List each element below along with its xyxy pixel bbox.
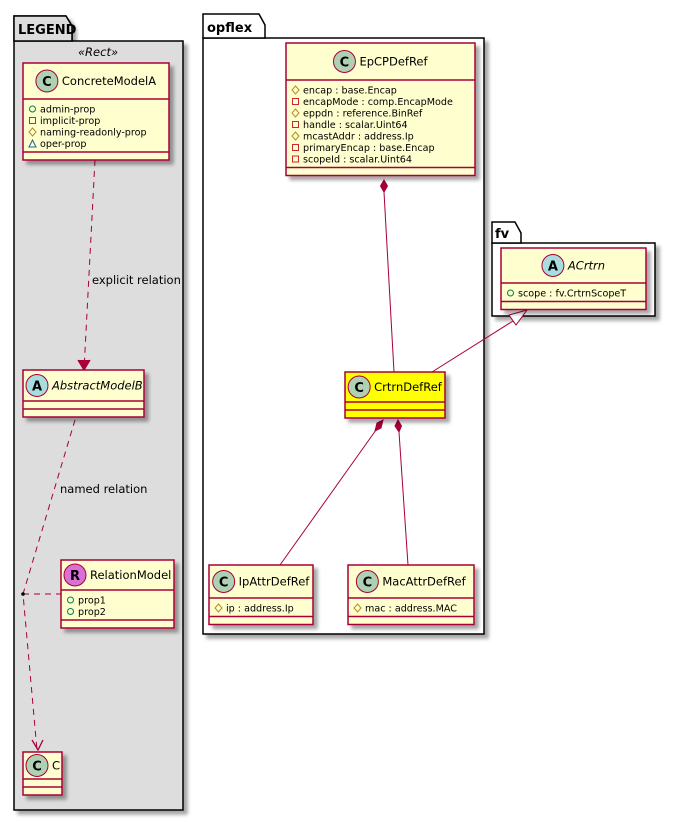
admin-visibility-icon <box>29 105 36 113</box>
explicit-relation-label: explicit relation <box>92 273 181 287</box>
class-badge-c-icon <box>35 69 59 93</box>
admin-visibility-icon <box>507 289 514 297</box>
class-badge-a-icon <box>25 374 49 397</box>
class-badge-letter: C <box>32 760 42 775</box>
class-badge-r-icon <box>63 563 87 587</box>
implicit-visibility-icon <box>292 155 299 163</box>
class-attribute: naming-readonly-prop <box>40 128 147 139</box>
named-relation-label: named relation <box>60 482 147 496</box>
oper-visibility-icon <box>28 138 37 148</box>
class-crtrn-def-ref[interactable]: CrtrnDefRef C <box>344 371 446 419</box>
implicit-visibility-icon <box>29 117 36 124</box>
class-attribute: oper-prop <box>40 139 86 150</box>
class-c[interactable]: CC <box>22 751 63 796</box>
class-attribute: mac : address.MAC <box>365 604 457 615</box>
class-name: MacAttrDefRef <box>382 575 466 589</box>
explicit-relation-line <box>83 159 96 371</box>
admin-visibility-icon <box>67 596 74 604</box>
class-name: IpAttrDefRef <box>239 575 311 589</box>
naming-visibility-icon <box>214 603 223 613</box>
relation-join-point <box>21 592 25 596</box>
class-badge-c-icon <box>355 570 379 593</box>
composition-crtrn-ip <box>279 429 377 566</box>
class-attribute: primaryEncap : base.Encap <box>303 143 435 154</box>
class-attribute: prop2 <box>78 607 106 618</box>
class-attribute: encap : base.Encap <box>303 86 397 97</box>
class-badge-letter: R <box>70 569 80 584</box>
implicit-visibility-icon <box>292 144 299 151</box>
class-badge-c-icon <box>25 754 49 777</box>
class-attribute: handle : scalar.Uint64 <box>303 120 408 131</box>
class-badge-letter: C <box>340 56 350 71</box>
class-badge-letter: A <box>32 380 42 395</box>
implicit-visibility-icon <box>292 98 299 105</box>
class-badge-letter: C <box>219 576 229 591</box>
class-name: C <box>52 759 60 773</box>
class-name: ACrtrn <box>567 259 605 273</box>
class-badge-c-icon <box>212 570 236 593</box>
class-attribute: scopeId : scalar.Uint64 <box>303 155 412 166</box>
class-attribute: implicit-prop <box>40 116 100 127</box>
package-legend-label: LEGEND <box>18 23 77 38</box>
class-name: RelationModel <box>90 568 171 582</box>
named-relation-arrow <box>31 739 44 752</box>
package-fv-label: fv <box>495 227 510 242</box>
package-legend: LEGEND «Rect» <box>13 15 184 811</box>
naming-visibility-icon <box>291 108 300 118</box>
class-badge-c-icon <box>332 50 356 73</box>
class-name: ConcreteModelA <box>62 74 156 88</box>
class-attribute: mcastAddr : address.Ip <box>303 132 414 143</box>
class-badge-letter: C <box>363 576 373 591</box>
relations <box>21 159 529 752</box>
package-opflex-label: opflex <box>207 21 253 36</box>
composition-diamond-ep <box>379 179 389 193</box>
class-badge-letter: C <box>42 75 52 90</box>
class-attribute: encapMode : comp.EncapMode <box>303 97 453 108</box>
composition-diamond-ip <box>374 419 384 432</box>
naming-visibility-icon <box>291 85 300 95</box>
inheritance-triangle <box>508 309 529 326</box>
class-attribute: scope : fv.CrtrnScopeT <box>518 289 626 300</box>
classes: ConcreteModelACadmin-propimplicit-propna… <box>22 42 647 796</box>
class-ip-attr-def-ref[interactable]: IpAttrDefRef Cip : address.Ip <box>208 564 314 626</box>
composition-crtrn-mac <box>398 431 409 566</box>
inheritance-crtrn-acrtrn <box>431 320 514 373</box>
implicit-visibility-icon <box>292 121 299 128</box>
class-badge-a-icon <box>541 254 565 277</box>
class-name: AbstractModelB <box>51 379 143 393</box>
composition-ep-crtrn <box>383 191 395 373</box>
class-badge-c-icon <box>347 375 371 399</box>
class-name: CrtrnDefRef <box>374 380 443 394</box>
class-attribute: admin-prop <box>40 105 95 116</box>
class-concrete-model-a[interactable]: ConcreteModelA Cadmin-propimplicit-propna… <box>22 62 170 161</box>
admin-visibility-icon <box>67 608 74 615</box>
naming-visibility-icon <box>291 131 300 141</box>
class-badge-letter: C <box>354 381 364 396</box>
naming-visibility-icon <box>353 603 362 613</box>
class-attribute: prop1 <box>78 596 106 607</box>
class-abstract-model-b[interactable]: AbstractModelB A <box>22 369 145 418</box>
class-attribute: eppdn : reference.BinRef <box>303 109 423 120</box>
class-badge-letter: A <box>548 260 558 275</box>
naming-visibility-icon <box>28 127 37 137</box>
class-attribute: ip : address.Ip <box>226 604 294 615</box>
class-name: EpCPDefRef <box>359 55 428 69</box>
legend-stereotype: «Rect» <box>78 45 118 59</box>
composition-diamond-mac <box>394 418 403 434</box>
